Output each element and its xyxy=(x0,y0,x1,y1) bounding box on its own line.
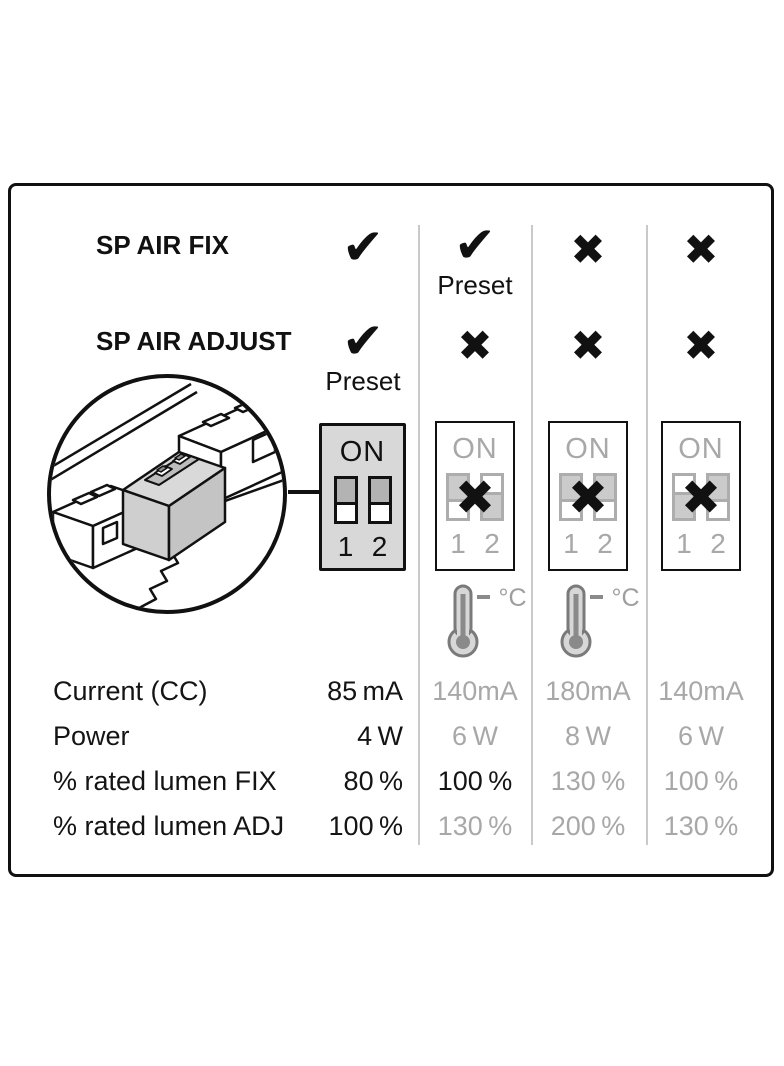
cross-icon: ✖ xyxy=(457,320,493,370)
dip-switch-1 xyxy=(672,473,696,521)
cross-icon: ✖ xyxy=(683,224,719,274)
table-row-current: Current (CC) 85 mA 140mA 180mA 140mA xyxy=(11,674,771,708)
table-row-lumen-fix: % rated lumen FIX 80 % 100 % 130 % 100 % xyxy=(11,764,771,798)
cross-icon: ✖ xyxy=(680,470,722,526)
value-cell: 4 W xyxy=(357,721,403,751)
column-divider xyxy=(646,225,648,845)
value-cell: 130 % xyxy=(663,811,739,841)
check-icon: ✔ xyxy=(342,312,384,370)
row-label: Current (CC) xyxy=(53,676,208,706)
celsius-label: °C xyxy=(611,584,640,612)
dip-settings-panel: SP AIR FIX SP AIR ADJUST ✔ ✔ Preset ✖ ✖ … xyxy=(8,183,774,877)
temperature-derating-indicator: °C xyxy=(433,584,537,662)
dip-switches xyxy=(446,473,504,521)
value-cell: 140mA xyxy=(658,676,744,706)
value-cell: 130 % xyxy=(550,766,626,796)
row-label: % rated lumen FIX xyxy=(53,766,277,796)
on-label: ON xyxy=(339,436,386,468)
dip-switch-2 xyxy=(593,473,617,521)
product-name-sp-air-fix: SP AIR FIX xyxy=(96,230,229,260)
cross-icon: ✖ xyxy=(683,320,719,370)
row-label: % rated lumen ADJ xyxy=(53,811,285,841)
value-cell: 6 W xyxy=(678,721,724,751)
value-cell: 100 % xyxy=(663,766,739,796)
dip-switch-2 xyxy=(706,473,730,521)
thermometer-icon xyxy=(447,584,491,658)
callout-line xyxy=(288,490,321,494)
product-name-sp-air-adjust: SP AIR ADJUST xyxy=(96,326,292,356)
table-row-lumen-adj: % rated lumen ADJ 100 % 130 % 200 % 130 … xyxy=(11,809,771,843)
dip-switch-2 xyxy=(480,473,504,521)
check-icon: ✔ xyxy=(454,216,496,274)
value-cell: 100 % xyxy=(437,766,513,796)
value-cell: 6 W xyxy=(452,721,498,751)
preset-label: Preset xyxy=(325,366,401,396)
cross-icon: ✖ xyxy=(570,320,606,370)
value-cell: 140mA xyxy=(432,676,518,706)
value-cell: 200 % xyxy=(550,811,626,841)
cross-icon: ✖ xyxy=(567,470,609,526)
check-icon: ✔ xyxy=(342,218,384,276)
dip-switch-1 xyxy=(559,473,583,521)
on-label: ON xyxy=(678,433,724,465)
row-label: Power xyxy=(53,721,130,751)
dip-switch-1 xyxy=(333,476,358,524)
magnified-driver-illustration xyxy=(47,374,287,614)
preset-label: Preset xyxy=(437,270,513,300)
value-cell: 8 W xyxy=(565,721,611,751)
dip-switches xyxy=(333,476,392,524)
on-label: ON xyxy=(452,433,498,465)
table-row-power: Power 4 W 6 W 8 W 6 W xyxy=(11,719,771,753)
dip-switches xyxy=(559,473,617,521)
cross-icon: ✖ xyxy=(454,470,496,526)
value-cell: 130 % xyxy=(437,811,513,841)
on-label: ON xyxy=(565,433,611,465)
value-cell: 180mA xyxy=(545,676,631,706)
thermometer-icon xyxy=(560,584,604,658)
value-cell: 100 % xyxy=(328,811,403,841)
value-cell: 80 % xyxy=(343,766,403,796)
dip-switches xyxy=(672,473,730,521)
column-divider xyxy=(531,225,533,845)
value-cell: 85 mA xyxy=(327,676,403,706)
column-divider xyxy=(418,225,420,845)
temperature-derating-indicator: °C xyxy=(546,584,650,662)
dip-switch-1 xyxy=(446,473,470,521)
celsius-label: °C xyxy=(498,584,527,612)
cross-icon: ✖ xyxy=(570,224,606,274)
dip-switch-2 xyxy=(367,476,392,524)
